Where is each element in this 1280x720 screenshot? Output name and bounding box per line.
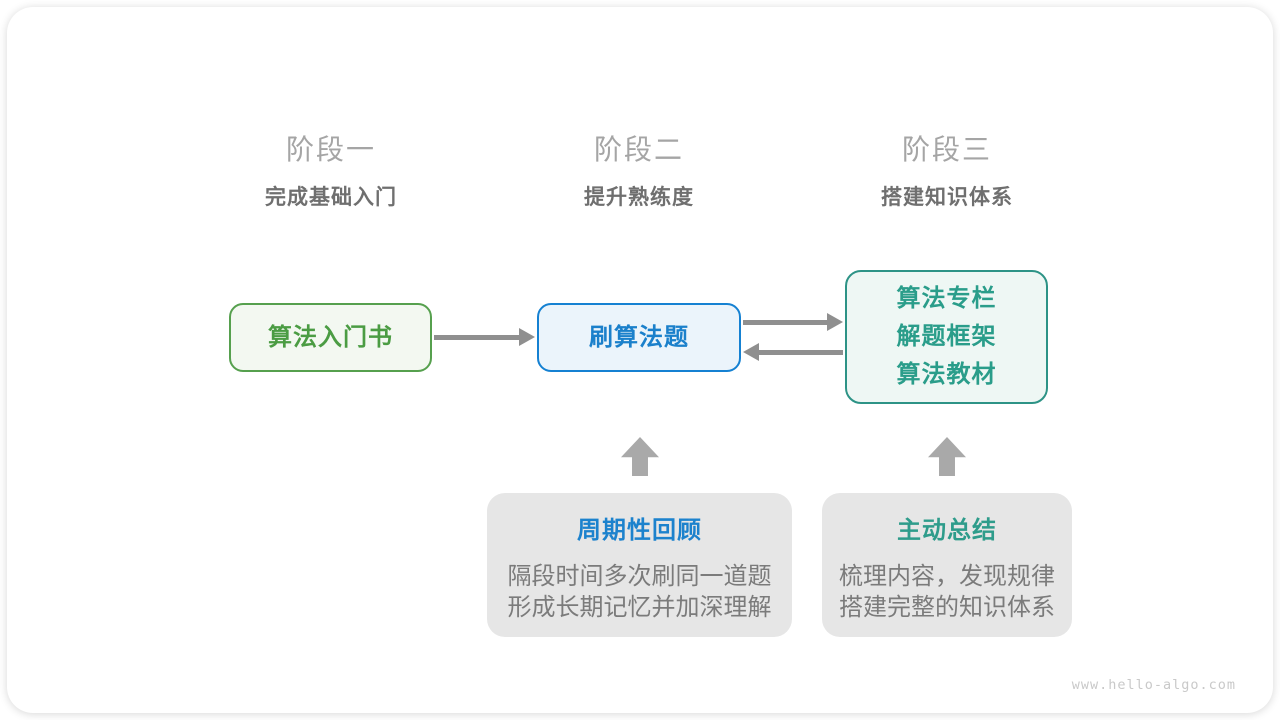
stage-2-title: 阶段二: [593, 134, 685, 165]
note-periodic-review-line-1: 隔段时间多次刷同一道题: [507, 563, 772, 590]
arrow-practice-to-resources-icon: [743, 313, 843, 331]
watermark-url: www.hello-algo.com: [1071, 677, 1236, 693]
stage-2-subtitle: 提升熟练度: [584, 186, 694, 209]
note-active-summary-title: 主动总结: [897, 517, 997, 544]
node-resources: 算法专栏 解题框架 算法教材: [845, 270, 1048, 404]
node-intro-book-label: 算法入门书: [268, 323, 393, 351]
note-active-summary: 主动总结 梳理内容，发现规律 搭建完整的知识体系: [822, 493, 1072, 637]
arrow-head: [519, 328, 535, 346]
note-periodic-review-line-2: 形成长期记忆并加深理解: [507, 594, 772, 621]
note-periodic-review: 周期性回顾 隔段时间多次刷同一道题 形成长期记忆并加深理解: [487, 493, 792, 637]
note-active-summary-line-1: 梳理内容，发现规律: [839, 563, 1055, 590]
arrow-shaft: [743, 319, 830, 325]
stage-3-title: 阶段三: [901, 134, 993, 165]
stage-3-subtitle: 搭建知识体系: [881, 186, 1013, 209]
node-practice-label: 刷算法题: [589, 323, 689, 351]
stage-1-subtitle: 完成基础入门: [265, 186, 397, 209]
node-intro-book: 算法入门书: [229, 303, 432, 372]
stage-1-title: 阶段一: [285, 134, 377, 165]
arrow-head: [743, 343, 759, 361]
arrow-intro-to-practice-icon: [434, 328, 535, 346]
note-periodic-review-title: 周期性回顾: [577, 517, 702, 544]
arrow-shaft: [756, 349, 843, 355]
note-active-summary-line-2: 搭建完整的知识体系: [839, 594, 1055, 621]
node-resources-line-2: 解题框架: [896, 323, 997, 350]
node-practice: 刷算法题: [537, 303, 741, 372]
arrow-shaft: [434, 334, 522, 340]
node-resources-line-3: 算法教材: [896, 361, 997, 388]
arrow-head: [827, 313, 843, 331]
arrow-resources-to-practice-icon: [743, 343, 843, 361]
node-resources-line-1: 算法专栏: [896, 285, 997, 312]
